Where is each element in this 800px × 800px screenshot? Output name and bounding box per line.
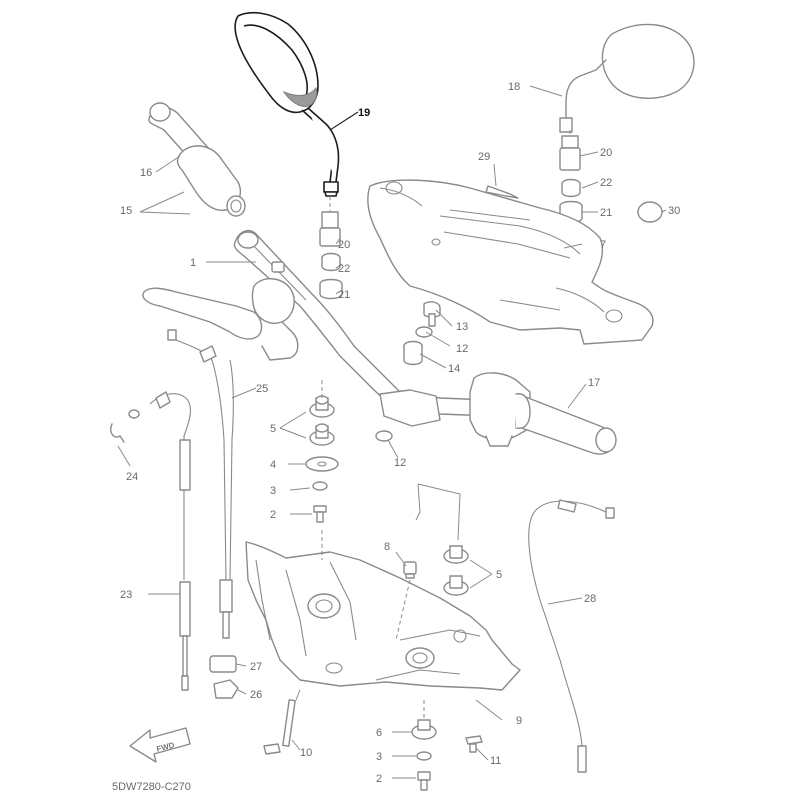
callout-6[interactable]: 6 xyxy=(376,727,382,739)
left-mirror[interactable] xyxy=(234,11,340,197)
cable-clamp-27[interactable] xyxy=(209,655,237,673)
callout-22[interactable]: 22 xyxy=(338,263,350,275)
callout-23[interactable]: 23 xyxy=(120,589,132,601)
callout-21[interactable]: 21 xyxy=(600,207,612,219)
callout-19[interactable]: 19 xyxy=(358,107,370,119)
callout-5[interactable]: 5 xyxy=(270,423,276,435)
callout-29[interactable]: 29 xyxy=(478,151,490,163)
spring-clip-24[interactable] xyxy=(110,409,140,443)
left-grip-assembly[interactable] xyxy=(148,102,246,217)
fwd-direction-arrow-icon: FWD xyxy=(129,727,191,763)
callout-1[interactable]: 1 xyxy=(190,257,196,269)
callout-labels: 1 2 2 3 3 4 5 5 6 7 8 9 10 11 12 12 13 1… xyxy=(120,81,680,785)
callout-5[interactable]: 5 xyxy=(496,569,502,581)
callout-24[interactable]: 24 xyxy=(126,471,138,483)
callout-22[interactable]: 22 xyxy=(600,177,612,189)
bolt-8[interactable] xyxy=(403,561,417,579)
right-damper-stack[interactable] xyxy=(443,545,469,596)
callout-13[interactable]: 13 xyxy=(456,321,468,333)
handlebar-cover[interactable] xyxy=(367,179,654,345)
callout-14[interactable]: 14 xyxy=(448,363,460,375)
clutch-lever[interactable] xyxy=(142,278,299,361)
callout-20[interactable]: 20 xyxy=(600,147,612,159)
callout-17[interactable]: 17 xyxy=(588,377,600,389)
callout-9[interactable]: 9 xyxy=(516,715,522,727)
callout-2[interactable]: 2 xyxy=(270,509,276,521)
callout-3[interactable]: 3 xyxy=(270,485,276,497)
brake-cable[interactable] xyxy=(528,499,615,773)
right-mirror[interactable] xyxy=(559,23,695,133)
callout-4[interactable]: 4 xyxy=(270,459,276,471)
right-mount-stack[interactable] xyxy=(559,135,583,224)
callout-28[interactable]: 28 xyxy=(584,593,596,605)
cable-clip-26[interactable] xyxy=(213,679,239,699)
fwd-label: FWD xyxy=(156,741,176,754)
callout-30[interactable]: 30 xyxy=(668,205,680,217)
left-mount-stack[interactable] xyxy=(319,211,343,300)
callout-27[interactable]: 27 xyxy=(250,661,262,673)
callout-2[interactable]: 2 xyxy=(376,773,382,785)
callout-18[interactable]: 18 xyxy=(508,81,520,93)
leader-lines xyxy=(117,85,667,779)
bolt-10[interactable] xyxy=(263,699,296,755)
callout-25[interactable]: 25 xyxy=(256,383,268,395)
callout-10[interactable]: 10 xyxy=(300,747,312,759)
label-plate-29[interactable] xyxy=(485,185,519,199)
holder-bolt-group[interactable] xyxy=(375,301,441,442)
callout-8[interactable]: 8 xyxy=(384,541,390,553)
callout-7[interactable]: 7 xyxy=(600,239,606,251)
handlebar[interactable] xyxy=(233,229,493,417)
right-grip-assembly[interactable] xyxy=(469,372,617,455)
lower-bracket[interactable] xyxy=(245,541,521,691)
callout-20[interactable]: 20 xyxy=(338,239,350,251)
o-ring[interactable] xyxy=(637,201,663,223)
callout-21[interactable]: 21 xyxy=(338,289,350,301)
callout-26[interactable]: 26 xyxy=(250,689,262,701)
clutch-cable[interactable] xyxy=(149,391,192,691)
callout-15[interactable]: 15 xyxy=(120,205,132,217)
callout-12[interactable]: 12 xyxy=(394,457,406,469)
callout-11[interactable]: 11 xyxy=(490,755,501,767)
callout-12[interactable]: 12 xyxy=(456,343,468,355)
throttle-cable[interactable] xyxy=(167,329,234,639)
left-damper-stack[interactable] xyxy=(305,395,339,523)
callout-16[interactable]: 16 xyxy=(140,167,152,179)
diagram-code: 5DW7280-C270 xyxy=(112,781,191,793)
lower-fastener-stack[interactable] xyxy=(411,719,437,791)
screw-11[interactable] xyxy=(465,735,483,753)
callout-3[interactable]: 3 xyxy=(376,751,382,763)
